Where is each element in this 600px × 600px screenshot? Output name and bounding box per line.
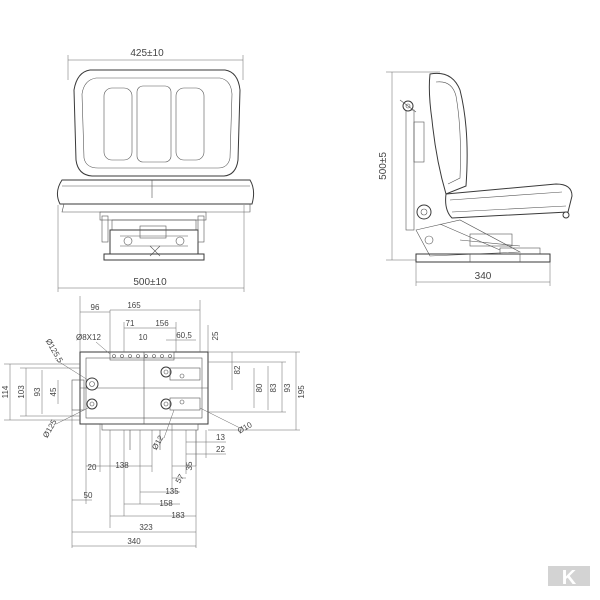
plan-dim-right-3: 93: [283, 383, 292, 392]
plan-dim-left-1: 103: [17, 385, 26, 399]
plan-dim-bottom-2: 50: [84, 491, 93, 500]
plan-dim-br-0: 13: [216, 433, 225, 442]
plan-diam-left-1: Ø125: [41, 418, 59, 440]
plan-dim-top-4: 10: [139, 333, 148, 342]
plan-dim-right-1: 80: [255, 383, 264, 392]
plan-hole-label: Ø8X12: [76, 333, 101, 342]
side-height-label: 500±5: [378, 152, 389, 180]
plan-center-label-0: Ø12: [150, 433, 166, 451]
plan-diam-left-0: Ø125,5: [44, 337, 65, 365]
plan-dim-top-3: 156: [155, 319, 169, 328]
plan-dim-right-4: 195: [297, 385, 306, 399]
plan-dim-left-2: 93: [33, 387, 42, 396]
plan-dim-right-0: 82: [233, 365, 242, 374]
plan-dim-bottom-7: 340: [127, 537, 141, 546]
plan-dim-right-2: 83: [269, 383, 278, 392]
plan-dim-bottom-5: 183: [171, 511, 185, 520]
plan-dim-br-2: 35: [185, 461, 194, 470]
plan-dim-bottom-6: 323: [139, 523, 153, 532]
plan-view: 96 165 71 156 10 60,5 25 Ø8X12 114 103 9…: [1, 296, 306, 548]
plan-dim-bottom-4: 158: [159, 499, 173, 508]
plan-dim-bottom-0: 20: [88, 463, 97, 472]
plan-dim-top-6: 25: [211, 331, 220, 340]
plan-dim-br-3: 57: [174, 472, 187, 485]
side-depth-label: 340: [475, 271, 492, 282]
plan-dim-top-2: 71: [126, 319, 135, 328]
plan-dim-top-5: 60,5: [176, 331, 192, 340]
slot-row-top: [109, 351, 175, 361]
plan-center-label-1: Ø10: [236, 420, 254, 436]
plan-dim-left-0: 114: [1, 385, 10, 398]
plan-dim-br-1: 22: [216, 445, 225, 454]
side-view: 500±5 340: [378, 71, 573, 286]
front-width-bottom-label: 500±10: [133, 277, 167, 288]
plan-dim-left-3: 45: [49, 387, 58, 396]
front-width-top-label: 425±10: [130, 48, 164, 59]
front-view: 425±10 500±10: [56, 48, 255, 292]
plan-dim-top-1: 165: [127, 301, 141, 310]
brand-logo-glyph: K: [562, 567, 577, 589]
plan-dim-bottom-3: 135: [165, 487, 179, 496]
brand-logo: K: [548, 566, 590, 589]
plan-dim-top-0: 96: [91, 303, 100, 312]
plan-dim-bottom-1: 138: [115, 461, 129, 470]
